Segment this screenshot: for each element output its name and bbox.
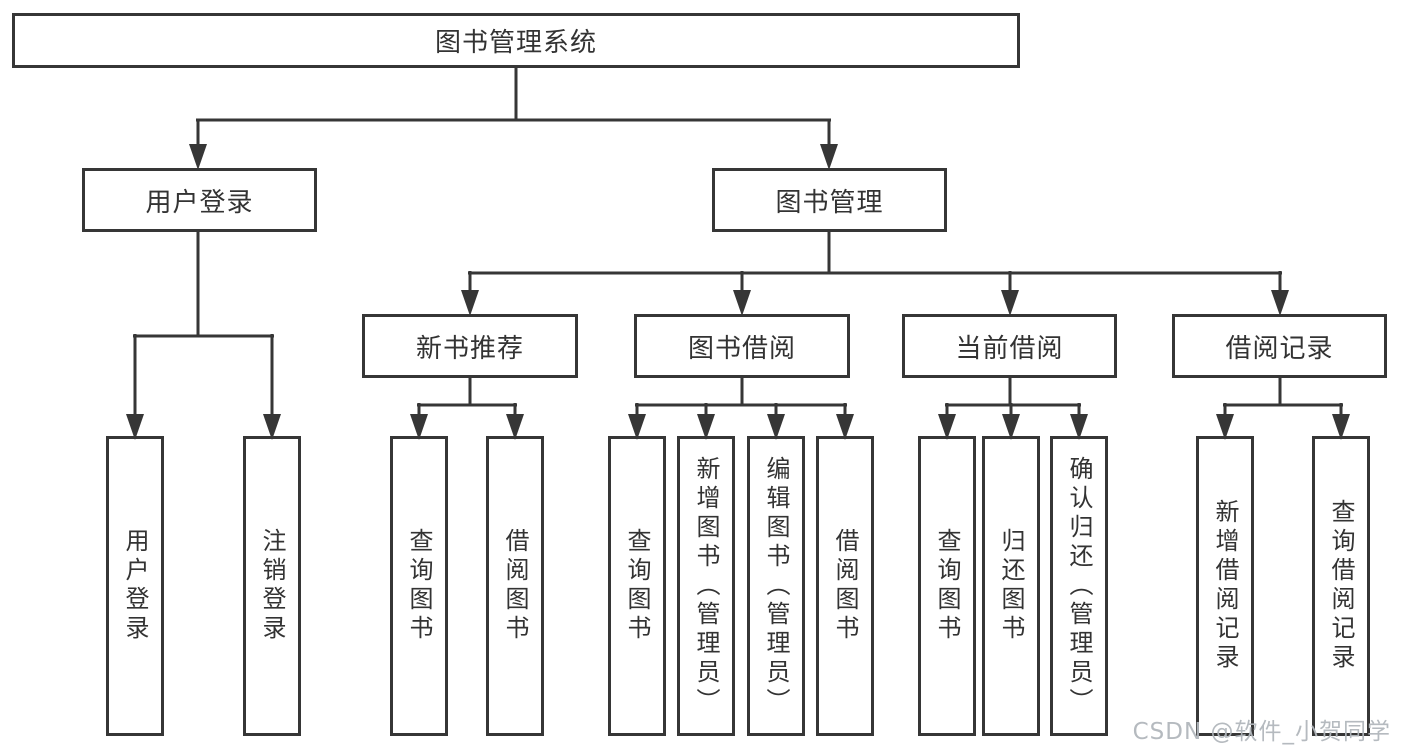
leaf-borrow-edit-books-admin: 编辑图书（管理员） xyxy=(747,436,805,736)
leaf-logout: 注销登录 xyxy=(243,436,301,736)
leaf-borrow-edit-books-admin-label: 编辑图书（管理员） xyxy=(762,455,790,717)
leaf-current-confirm-return-admin: 确认归还（管理员） xyxy=(1050,436,1108,736)
leaf-records-add-record: 新增借阅记录 xyxy=(1196,436,1254,736)
node-user-login-label: 用户登录 xyxy=(145,187,254,218)
node-book-borrowing-label: 图书借阅 xyxy=(687,333,796,364)
leaf-current-query-books: 查询图书 xyxy=(918,436,976,736)
node-library-management-system: 图书管理系统 xyxy=(12,13,1020,68)
leaf-borrow-query-books: 查询图书 xyxy=(608,436,666,736)
leaf-user-login-label: 用户登录 xyxy=(121,528,149,644)
node-current-borrowing: 当前借阅 xyxy=(902,314,1117,378)
node-borrowing-records-label: 借阅记录 xyxy=(1225,333,1334,364)
leaf-current-return-books-label: 归还图书 xyxy=(997,528,1025,644)
leaf-logout-label: 注销登录 xyxy=(258,528,286,644)
watermark: CSDN @软件_小贺同学 xyxy=(1132,719,1391,745)
leaf-borrow-borrow-books: 借阅图书 xyxy=(816,436,874,736)
leaf-current-query-books-label: 查询图书 xyxy=(933,528,961,644)
leaf-current-return-books: 归还图书 xyxy=(982,436,1040,736)
leaf-records-query-record-label: 查询借阅记录 xyxy=(1327,499,1355,673)
node-book-management-label: 图书管理 xyxy=(775,187,884,218)
node-borrowing-records: 借阅记录 xyxy=(1172,314,1387,378)
leaf-current-confirm-return-admin-label: 确认归还（管理员） xyxy=(1065,455,1093,717)
leaf-borrow-query-books-label: 查询图书 xyxy=(623,528,651,644)
leaf-borrow-add-books-admin-label: 新增图书（管理员） xyxy=(692,455,720,717)
leaf-borrow-add-books-admin: 新增图书（管理员） xyxy=(677,436,735,736)
node-new-book-recommend-label: 新书推荐 xyxy=(415,333,524,364)
leaf-newrec-query-books-label: 查询图书 xyxy=(405,528,433,644)
leaf-records-query-record: 查询借阅记录 xyxy=(1312,436,1370,736)
node-book-management: 图书管理 xyxy=(712,168,947,232)
leaf-newrec-borrow-books: 借阅图书 xyxy=(486,436,544,736)
leaf-borrow-borrow-books-label: 借阅图书 xyxy=(831,528,859,644)
leaf-newrec-borrow-books-label: 借阅图书 xyxy=(501,528,529,644)
node-book-borrowing: 图书借阅 xyxy=(634,314,850,378)
node-user-login: 用户登录 xyxy=(82,168,317,232)
node-library-management-system-label: 图书管理系统 xyxy=(434,28,597,58)
node-current-borrowing-label: 当前借阅 xyxy=(955,333,1064,364)
leaf-newrec-query-books: 查询图书 xyxy=(390,436,448,736)
leaf-user-login: 用户登录 xyxy=(106,436,164,736)
node-new-book-recommend: 新书推荐 xyxy=(362,314,578,378)
leaf-records-add-record-label: 新增借阅记录 xyxy=(1211,499,1239,673)
